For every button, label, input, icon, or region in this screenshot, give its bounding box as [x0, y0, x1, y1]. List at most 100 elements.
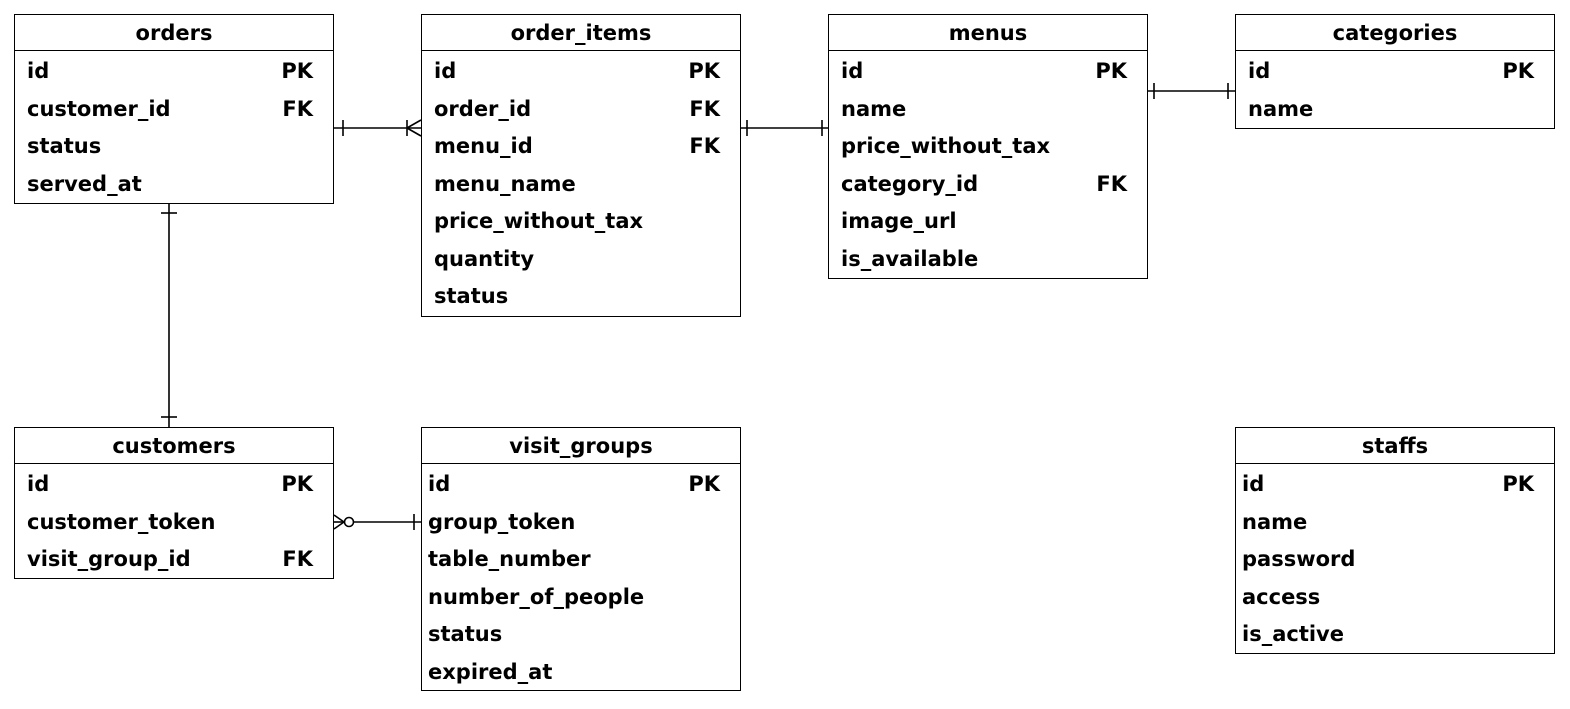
primary-key-badge: PK: [281, 472, 313, 496]
field-row[interactable]: visit_group_id FK: [15, 541, 333, 579]
field-name: customer_id: [27, 96, 171, 121]
field-name: status: [428, 622, 503, 646]
categories-fields: id PK name: [1236, 51, 1554, 128]
field-name: access: [1242, 584, 1321, 609]
field-name: customer_token: [27, 509, 216, 534]
field-name: id: [1242, 472, 1265, 496]
field-name: id: [841, 59, 864, 83]
field-name: id: [1248, 59, 1271, 83]
field-row[interactable]: category_id FK: [829, 166, 1147, 204]
field-name: password: [1242, 547, 1356, 571]
staffs-fields: id PK name password access is_active: [1236, 464, 1554, 654]
foreign-key-badge: FK: [282, 96, 313, 121]
field-row[interactable]: is_available: [829, 241, 1147, 279]
foreign-key-badge: FK: [689, 96, 720, 121]
menus-table-title: menus: [829, 15, 1147, 51]
field-row[interactable]: number_of_people: [422, 579, 740, 617]
field-row[interactable]: customer_id FK: [15, 91, 333, 129]
field-row[interactable]: id PK: [422, 53, 740, 91]
field-row[interactable]: served_at: [15, 166, 333, 204]
foreign-key-badge: FK: [689, 134, 720, 158]
field-row[interactable]: status: [422, 278, 740, 316]
field-row[interactable]: group_token: [422, 504, 740, 542]
visit-groups-table-title: visit_groups: [422, 428, 740, 464]
foreign-key-badge: FK: [282, 547, 313, 571]
primary-key-badge: PK: [281, 59, 313, 83]
relation-orders-customers: [161, 203, 177, 427]
field-name: name: [1242, 509, 1308, 534]
field-name: order_id: [434, 96, 532, 121]
field-row[interactable]: name: [829, 91, 1147, 129]
field-row[interactable]: name: [1236, 504, 1554, 542]
orders-table[interactable]: orders id PK customer_id FK status served_at: [14, 14, 334, 204]
field-name: group_token: [428, 509, 576, 534]
field-name: status: [434, 284, 509, 308]
field-name: is_active: [1242, 622, 1344, 646]
field-name: expired_at: [428, 659, 553, 684]
field-name: id: [27, 59, 50, 83]
field-row[interactable]: id PK: [1236, 53, 1554, 91]
staffs-table-title: staffs: [1236, 428, 1554, 464]
field-row[interactable]: expired_at: [422, 654, 740, 692]
field-name: image_url: [841, 209, 957, 233]
field-row[interactable]: table_number: [422, 541, 740, 579]
field-row[interactable]: status: [15, 128, 333, 166]
field-name: visit_group_id: [27, 547, 191, 571]
customers-table-title: customers: [15, 428, 333, 464]
field-row[interactable]: menu_name: [422, 166, 740, 204]
field-name: table_number: [428, 547, 591, 571]
field-name: price_without_tax: [434, 209, 644, 233]
field-name: id: [428, 472, 451, 496]
relation-order-items-menus: [740, 120, 829, 136]
relation-menus-categories: [1147, 83, 1235, 99]
field-row[interactable]: customer_token: [15, 504, 333, 542]
relation-customers-visit-groups: [333, 514, 421, 530]
field-row[interactable]: is_active: [1236, 616, 1554, 654]
field-row[interactable]: id PK: [15, 466, 333, 504]
field-row[interactable]: id PK: [1236, 466, 1554, 504]
field-name: price_without_tax: [841, 134, 1051, 158]
orders-table-title: orders: [15, 15, 333, 51]
order-items-table-title: order_items: [422, 15, 740, 51]
field-row[interactable]: password: [1236, 541, 1554, 579]
field-row[interactable]: price_without_tax: [829, 128, 1147, 166]
field-row[interactable]: access: [1236, 579, 1554, 617]
field-name: category_id: [841, 171, 979, 196]
field-name: quantity: [434, 246, 535, 271]
field-row[interactable]: order_id FK: [422, 91, 740, 129]
staffs-table[interactable]: staffs id PK name password access is_active: [1235, 427, 1555, 654]
field-name: id: [434, 59, 457, 83]
field-row[interactable]: status: [422, 616, 740, 654]
foreign-key-badge: FK: [1096, 171, 1127, 196]
orders-fields: id PK customer_id FK status served_at: [15, 51, 333, 203]
field-row[interactable]: menu_id FK: [422, 128, 740, 166]
customers-fields: id PK customer_token visit_group_id FK: [15, 464, 333, 579]
field-row[interactable]: quantity: [422, 241, 740, 279]
field-name: served_at: [27, 171, 142, 196]
primary-key-badge: PK: [1502, 59, 1534, 83]
field-name: status: [27, 134, 102, 158]
field-row[interactable]: price_without_tax: [422, 203, 740, 241]
field-row[interactable]: name: [1236, 91, 1554, 129]
field-name: menu_name: [434, 171, 576, 196]
field-name: is_available: [841, 246, 979, 271]
field-row[interactable]: image_url: [829, 203, 1147, 241]
field-name: number_of_people: [428, 584, 645, 609]
field-name: name: [841, 96, 907, 121]
field-row[interactable]: id PK: [15, 53, 333, 91]
primary-key-badge: PK: [688, 59, 720, 83]
field-name: id: [27, 472, 50, 496]
relation-orders-order-items: [334, 119, 422, 137]
customers-table[interactable]: customers id PK customer_token visit_group_…: [14, 427, 334, 579]
field-name: menu_id: [434, 134, 533, 158]
primary-key-badge: PK: [1502, 472, 1534, 496]
field-name: name: [1248, 96, 1314, 121]
